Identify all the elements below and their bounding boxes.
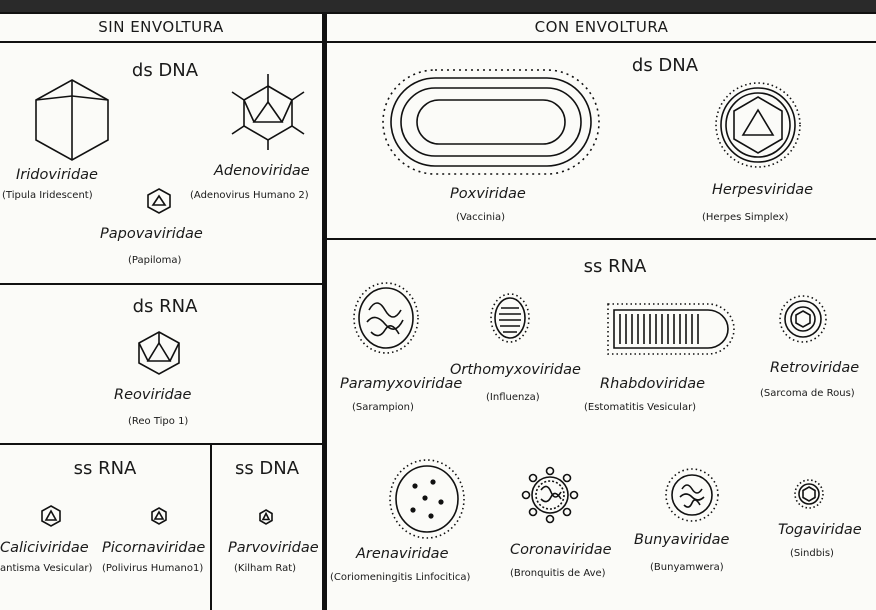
coronaviridae-example: (Bronquitis de Ave): [510, 568, 606, 579]
rhabdoviridae-icon: [604, 300, 736, 358]
rule-header-bottom: [0, 41, 876, 43]
poxviridae-example: (Vaccinia): [456, 212, 505, 223]
herpesviridae-icon: [713, 80, 803, 170]
herpesviridae-label: Herpesviridae: [712, 182, 813, 198]
togaviridae-example: (Sindbis): [790, 548, 834, 559]
parvoviridae-label: Parvoviridae: [228, 540, 319, 556]
header-con-envoltura: CON ENVOLTURA: [327, 18, 876, 36]
papovaviridae-label: Papovaviridae: [100, 226, 203, 242]
caliciviridae-icon: [40, 505, 62, 527]
caliciviridae-label: Caliciviridae: [0, 540, 89, 556]
adenoviridae-example: (Adenovirus Humano 2): [190, 190, 309, 201]
section-left-dsrna: ds RNA: [110, 296, 220, 317]
parvoviridae-example: (Kilham Rat): [234, 563, 296, 574]
herpesviridae-example: (Herpes Simplex): [702, 212, 788, 223]
papovaviridae-icon: [146, 188, 172, 214]
arenaviridae-icon: [387, 458, 467, 540]
rule-top: [0, 12, 876, 14]
section-left-ssrna: ss RNA: [50, 458, 160, 479]
adenoviridae-label: Adenoviridae: [214, 163, 310, 179]
arenaviridae-label: Arenaviridae: [356, 546, 449, 562]
orthomyxoviridae-example: (Influenza): [486, 392, 540, 403]
paramyxoviridae-label: Paramyxoviridae: [340, 376, 462, 392]
section-left-ssdna: ss DNA: [212, 458, 322, 479]
header-sin-envoltura: SIN ENVOLTURA: [0, 18, 322, 36]
poxviridae-label: Poxviridae: [450, 186, 526, 202]
picornaviridae-icon: [150, 507, 168, 525]
coronaviridae-icon: [521, 466, 579, 524]
paramyxoviridae-example: (Sarampion): [352, 402, 414, 413]
retroviridae-label: Retroviridae: [770, 360, 859, 376]
iridoviridae-label: Iridoviridae: [16, 167, 98, 183]
reoviridae-icon: [136, 330, 182, 376]
rhabdoviridae-example: (Estomatitis Vesicular): [584, 402, 696, 413]
reoviridae-example: (Reo Tipo 1): [128, 416, 188, 427]
orthomyxoviridae-icon: [489, 292, 531, 344]
coronaviridae-label: Coronaviridae: [510, 542, 612, 558]
picornaviridae-label: Picornaviridae: [102, 540, 205, 556]
poxviridae-icon: [375, 62, 607, 182]
togaviridae-icon: [793, 478, 825, 510]
iridoviridae-example: (Tipula Iridescent): [2, 190, 93, 201]
arenaviridae-example: (Coriomeningitis Linfocitica): [330, 572, 470, 583]
iridoviridae-icon: [30, 78, 114, 162]
bunyaviridae-icon: [664, 467, 720, 523]
bunyaviridae-label: Bunyaviridae: [634, 532, 729, 548]
section-right-dsdna: ds DNA: [610, 55, 720, 76]
papovaviridae-example: (Papiloma): [128, 255, 181, 266]
orthomyxoviridae-label: Orthomyxoviridae: [450, 362, 581, 378]
parvoviridae-icon: [258, 509, 274, 525]
bunyaviridae-example: (Bunyamwera): [650, 562, 724, 573]
togaviridae-label: Togaviridae: [778, 522, 862, 538]
picornaviridae-example: (Polivirus Humano1): [102, 563, 203, 574]
rule-left-after-dsrna: [0, 443, 322, 445]
section-left-dsdna: ds DNA: [110, 60, 220, 81]
reoviridae-label: Reoviridae: [114, 387, 191, 403]
top-title-band: [0, 0, 876, 12]
rule-center-vertical: [322, 12, 327, 610]
rule-left-after-dsdna: [0, 283, 322, 285]
section-right-ssrna: ss RNA: [560, 256, 670, 277]
rule-right-after-dsdna: [327, 238, 876, 240]
rhabdoviridae-label: Rhabdoviridae: [600, 376, 705, 392]
retroviridae-example: (Sarcoma de Rous): [760, 388, 855, 399]
paramyxoviridae-icon: [351, 280, 421, 356]
caliciviridae-example: antisma Vesicular): [0, 563, 92, 574]
retroviridae-icon: [778, 294, 828, 344]
adenoviridae-icon: [228, 72, 308, 152]
